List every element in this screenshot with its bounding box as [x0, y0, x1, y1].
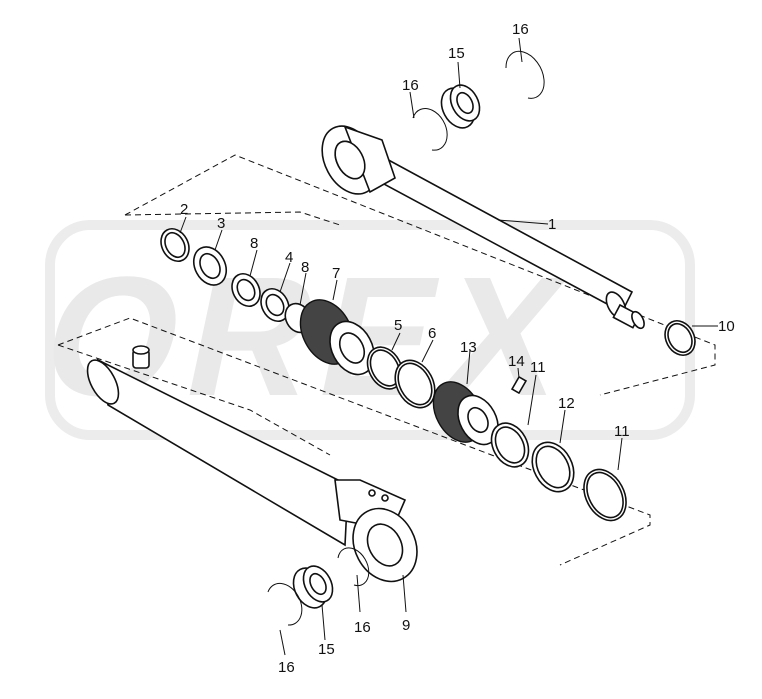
set-screw-14 — [510, 375, 528, 395]
assembly-outline-lower — [57, 317, 651, 566]
cylinder-tube — [86, 345, 418, 583]
callout-l3: 3 — [217, 215, 225, 232]
callout-l12: 12 — [558, 395, 575, 412]
callout-l16b: 16 — [402, 77, 419, 94]
callout-l4: 4 — [285, 249, 293, 266]
callout-l16d: 16 — [278, 659, 295, 676]
callout-l15b: 15 — [318, 641, 335, 658]
callout-l7: 7 — [332, 265, 340, 282]
leader-lines — [179, 37, 718, 656]
callout-l11a: 11 — [530, 359, 546, 376]
snap-ring-16-lower — [337, 547, 370, 587]
callout-l16a: 16 — [512, 21, 529, 38]
callout-l8a: 8 — [250, 235, 258, 252]
callout-l9: 9 — [402, 617, 410, 634]
callout-l5: 5 — [394, 317, 402, 334]
callout-l11b: 11 — [614, 423, 630, 440]
snap-ring-16-bottom — [267, 582, 303, 626]
callout-l8b: 8 — [301, 259, 309, 276]
callout-l15a: 15 — [448, 45, 465, 62]
piston-rod — [321, 125, 645, 330]
callout-l2: 2 — [180, 201, 188, 218]
seal-rings — [160, 50, 696, 626]
snap-ring-16-upper — [412, 108, 448, 151]
assembly-outline-upper — [124, 154, 716, 396]
callout-l13: 13 — [460, 339, 477, 356]
callout-l10: 10 — [718, 318, 735, 335]
snap-ring-16-top — [505, 50, 545, 99]
callout-l14: 14 — [508, 353, 525, 370]
callout-l6: 6 — [428, 325, 436, 342]
callout-l1: 1 — [548, 216, 556, 233]
callout-l16c: 16 — [354, 619, 371, 636]
